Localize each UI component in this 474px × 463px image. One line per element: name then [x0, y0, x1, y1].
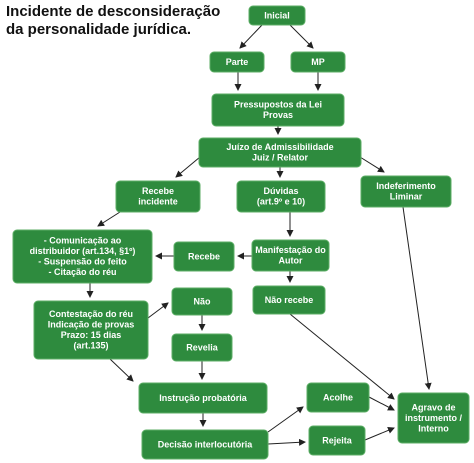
node-box-contestacao	[33, 300, 149, 360]
arrow-juizo-to-indeferimento	[359, 156, 385, 173]
node-box-duvidas	[236, 180, 326, 213]
node-label-contestacao-3: (art.135)	[73, 341, 108, 351]
node-label-decisao-0: Decisão interlocutória	[158, 439, 254, 449]
node-label-revelia-0: Revelia	[186, 342, 219, 352]
node-duvidas: Dúvidas(art.9º e 10)	[236, 180, 326, 213]
node-decisao: Decisão interlocutória	[141, 429, 269, 460]
node-label-recebe-incidente-0: Recebe	[142, 186, 174, 196]
node-box-instrucao	[138, 382, 268, 414]
node-label-rejeita-0: Rejeita	[322, 435, 353, 445]
node-box-mp	[290, 51, 346, 73]
node-parte: Parte	[209, 51, 265, 73]
arrow-indeferimento-to-agravo	[402, 206, 432, 390]
arrow-recebe-incidente-to-comunicacao	[97, 211, 121, 227]
node-box-pressupostos	[211, 93, 345, 127]
node-label-indeferimento-1: Liminar	[390, 192, 423, 202]
node-label-pressupostos-0: Pressupostos da Lei	[234, 100, 322, 110]
node-label-duvidas-1: (art.9º e 10)	[257, 197, 305, 207]
node-label-pressupostos-1: Provas	[263, 110, 293, 120]
node-label-agravo-1: instrumento /	[405, 413, 463, 423]
node-box-recebe	[173, 241, 235, 272]
node-label-comunicacao-0: - Comunicação ao	[44, 236, 122, 246]
node-rejeita: Rejeita	[308, 425, 366, 456]
node-label-recebe-incidente-1: incidente	[138, 197, 178, 207]
node-box-nao-recebe	[252, 285, 326, 315]
node-label-mp-0: MP	[311, 57, 325, 67]
node-label-agravo-2: Interno	[418, 423, 449, 433]
node-box-manifestacao	[251, 239, 330, 272]
node-box-parte	[209, 51, 265, 73]
node-instrucao: Instrução probatória	[138, 382, 268, 414]
arrow-inicial-to-parte	[239, 24, 263, 49]
node-label-comunicacao-1: distribuidor (art.134, §1º)	[30, 246, 136, 256]
node-box-revelia	[171, 333, 233, 362]
node-label-parte-0: Parte	[226, 57, 249, 67]
node-label-manifestacao-0: Manifestação do	[255, 245, 326, 255]
node-revelia: Revelia	[171, 333, 233, 362]
arrow-juizo-to-recebe-incidente	[175, 156, 201, 178]
node-label-instrucao-0: Instrução probatória	[159, 393, 248, 403]
node-label-duvidas-0: Dúvidas	[263, 186, 298, 196]
title-line-2: da personalidade jurídica.	[6, 21, 192, 38]
node-label-manifestacao-1: Autor	[279, 256, 303, 266]
node-nao: Não	[171, 287, 233, 316]
node-label-agravo-0: Agravo de	[411, 402, 455, 412]
node-box-juizo	[198, 137, 362, 168]
node-acolhe: Acolhe	[306, 382, 370, 413]
node-box-comunicacao	[12, 229, 153, 284]
node-box-indeferimento	[360, 175, 452, 208]
node-label-comunicacao-3: - Citação do réu	[48, 267, 116, 277]
node-label-recebe-0: Recebe	[188, 251, 220, 261]
node-box-inicial	[248, 5, 306, 26]
arrow-acolhe-to-agravo	[368, 396, 395, 411]
node-recebe: Recebe	[173, 241, 235, 272]
node-label-contestacao-1: Indicação de provas	[48, 320, 135, 330]
node-inicial: Inicial	[248, 5, 306, 26]
arrow-decisao-to-rejeita	[267, 438, 306, 446]
node-box-decisao	[141, 429, 269, 460]
node-nao-recebe: Não recebe	[252, 285, 326, 315]
arrow-contestacao-to-instrucao	[109, 358, 134, 382]
node-label-nao-recebe-0: Não recebe	[265, 295, 314, 305]
arrow-inicial-to-mp	[289, 24, 314, 49]
node-label-comunicacao-2: - Suspensão do feito	[38, 257, 127, 267]
arrow-contestacao-to-nao	[147, 302, 169, 319]
arrow-nao-recebe-to-agravo	[289, 313, 395, 400]
page-title: Incidente de desconsideração da personal…	[6, 3, 246, 39]
node-box-nao	[171, 287, 233, 316]
arrow-decisao-to-acolhe	[267, 406, 304, 433]
arrow-rejeita-to-agravo	[364, 427, 395, 441]
node-label-indeferimento-0: Indeferimento	[376, 181, 436, 191]
node-label-juizo-0: Juízo de Admissibilidade	[226, 142, 333, 152]
node-box-acolhe	[306, 382, 370, 413]
node-mp: MP	[290, 51, 346, 73]
node-box-agravo	[397, 392, 470, 444]
node-label-nao-0: Não	[193, 296, 211, 306]
node-label-acolhe-0: Acolhe	[323, 392, 353, 402]
title-line-1: Incidente de desconsideração	[6, 3, 221, 20]
node-label-contestacao-0: Contestação do réu	[49, 309, 133, 319]
node-label-juizo-1: Juiz / Relator	[252, 153, 309, 163]
node-label-contestacao-2: Prazo: 15 dias	[61, 330, 122, 340]
node-box-rejeita	[308, 425, 366, 456]
node-label-inicial-0: Inicial	[264, 10, 290, 20]
node-box-recebe-incidente	[115, 180, 201, 213]
